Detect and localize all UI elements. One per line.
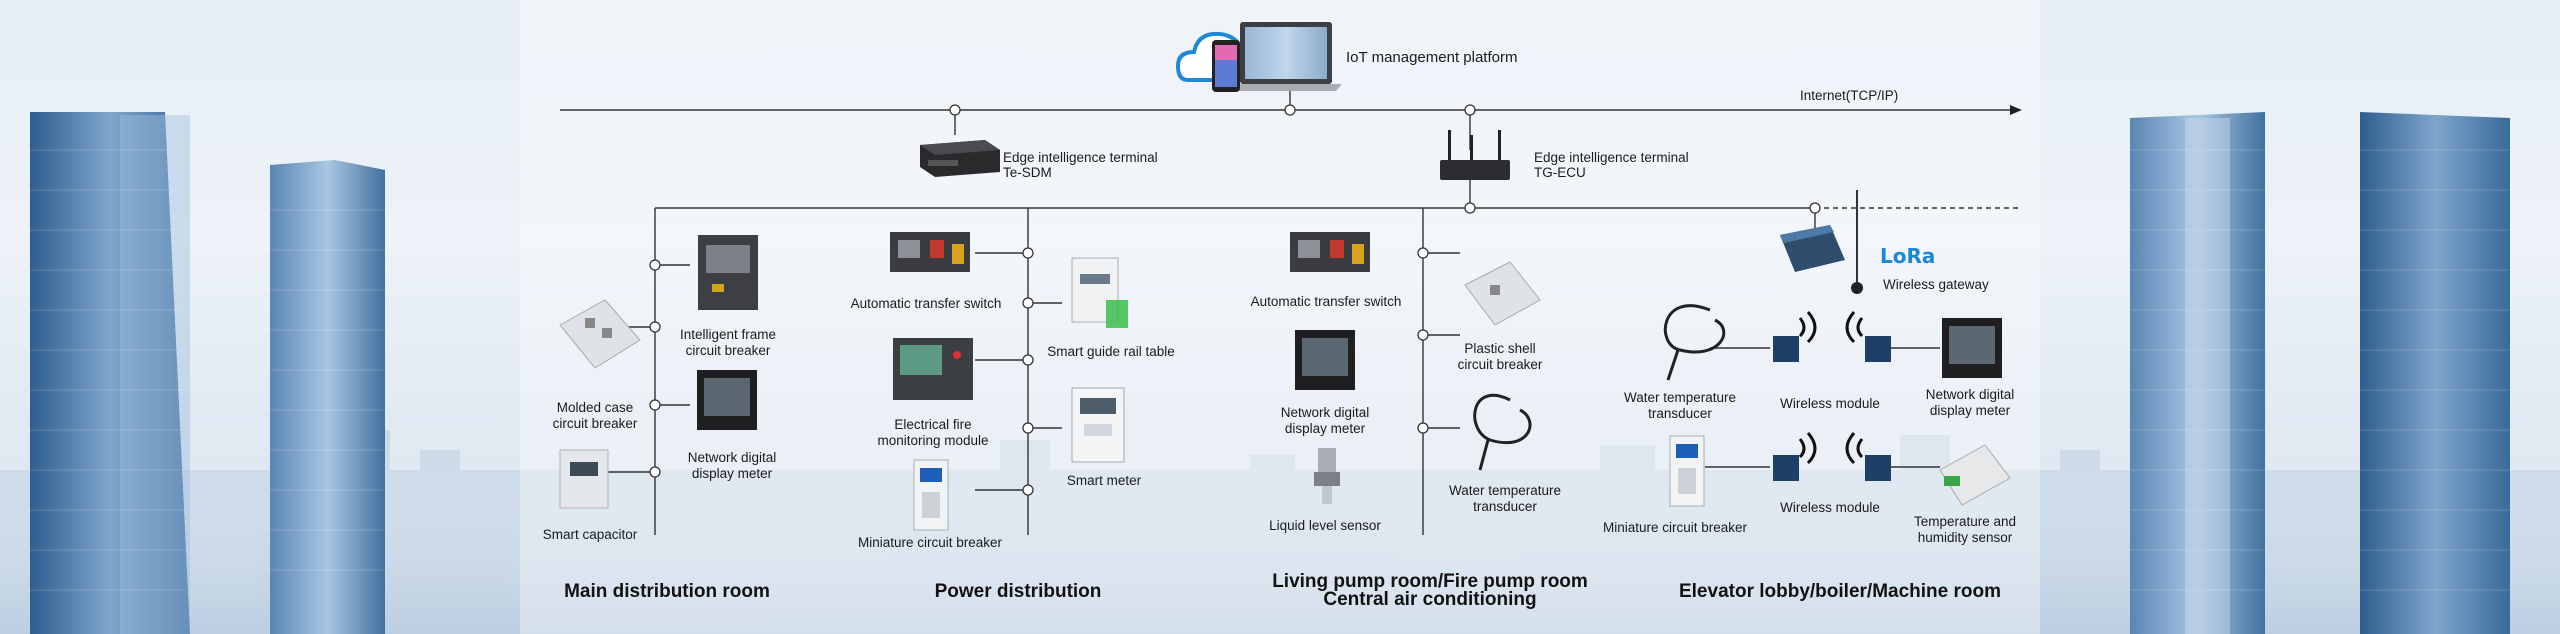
edge-ecu-line2: TG-ECU xyxy=(1534,165,1586,180)
mcb-1-label: Miniature circuit breaker xyxy=(857,535,1003,550)
guide-rail-label: Smart guide rail table xyxy=(1047,344,1175,359)
mcb-2-icon xyxy=(1669,435,1705,507)
network-meter-2-label-1: Network digital xyxy=(1280,405,1370,420)
mcb-2-label: Miniature circuit breaker xyxy=(1602,520,1748,535)
ats-1-label: Automatic transfer switch xyxy=(850,296,1002,311)
ats-2-icon xyxy=(1290,232,1370,272)
temp-humidity-label-1: Temperature and xyxy=(1913,514,2017,529)
water-temp-1-label-2: transducer xyxy=(1473,499,1537,514)
section-pump-room-line2: Central air conditioning xyxy=(1323,589,1537,610)
wireless-gateway-icon xyxy=(1780,190,1863,294)
internet-label: Internet(TCP/IP) xyxy=(1800,88,1899,103)
section-pump-room-line1: Living pump room/Fire pump room xyxy=(1272,571,1588,592)
network-meter-1-icon xyxy=(697,370,757,430)
liquid-level-sensor-icon xyxy=(1314,448,1340,504)
smart-meter-icon xyxy=(1071,387,1125,463)
wireless-module-1-label: Wireless module xyxy=(1780,396,1880,411)
intelligent-frame-label-2: circuit breaker xyxy=(685,343,771,358)
section-power-distribution: Power distribution xyxy=(934,581,1102,602)
liquid-level-label: Liquid level sensor xyxy=(1269,518,1381,533)
wireless-module-2-label: Wireless module xyxy=(1780,500,1880,515)
wifi-signal-icons xyxy=(1798,311,1864,465)
network-meter-1-label-2: display meter xyxy=(691,466,773,481)
molded-case-breaker-icon xyxy=(559,299,641,369)
wireless-gateway-label: Wireless gateway xyxy=(1883,277,1989,292)
platform-label: IoT management platform xyxy=(1346,49,1518,66)
temp-humidity-label-2: humidity sensor xyxy=(1917,530,2013,545)
edge-terminal-sdm-icon xyxy=(920,140,1000,177)
network-meter-2-icon xyxy=(1295,330,1355,390)
network-meter-3-icon xyxy=(1942,318,2002,378)
temp-humidity-sensor-icon xyxy=(1939,444,2011,506)
water-temp-1-icon xyxy=(1473,393,1532,471)
section-main-distribution: Main distribution room xyxy=(564,581,770,602)
edge-sdm-line1: Edge intelligence terminal xyxy=(1003,150,1158,165)
section-elevator-lobby: Elevator lobby/boiler/Machine room xyxy=(1678,581,2001,602)
laptop-icon xyxy=(1230,22,1342,91)
edge-sdm-line2: Te-SDM xyxy=(1003,165,1052,180)
network-meter-3-label-2: display meter xyxy=(1929,403,2011,418)
network-meter-2-label-2: display meter xyxy=(1284,421,1366,436)
guide-rail-table-icon xyxy=(1071,257,1128,328)
right-skyscrapers xyxy=(2130,112,2510,634)
fire-module-label-2: monitoring module xyxy=(877,433,989,448)
ats-2-label: Automatic transfer switch xyxy=(1250,294,1402,309)
phone-icon xyxy=(1212,40,1240,92)
edge-terminal-ecu-icon xyxy=(1440,130,1510,180)
lora-logo: LoRa xyxy=(1880,244,1936,268)
fire-module-icon xyxy=(893,338,973,400)
ats-1-icon xyxy=(890,232,970,272)
network-meter-1-label-1: Network digital xyxy=(687,450,777,465)
smart-capacitor-label: Smart capacitor xyxy=(542,527,638,542)
fire-module-label-1: Electrical fire xyxy=(894,417,972,432)
wireless-module-2-icon xyxy=(1773,455,1891,481)
water-temp-2-label-2: transducer xyxy=(1648,406,1712,421)
smart-meter-label: Smart meter xyxy=(1066,473,1142,488)
mcb-1-icon xyxy=(913,459,949,531)
intelligent-frame-breaker-icon xyxy=(698,235,758,310)
network-meter-3-label-1: Network digital xyxy=(1925,387,2015,402)
left-skyscrapers xyxy=(30,112,385,634)
wireless-module-1-icon xyxy=(1773,336,1891,362)
smart-capacitor-icon xyxy=(559,449,609,509)
molded-case-label-2: circuit breaker xyxy=(552,416,638,431)
plastic-shell-label-2: circuit breaker xyxy=(1457,357,1543,372)
edge-ecu-line1: Edge intelligence terminal xyxy=(1534,150,1689,165)
plastic-shell-breaker-icon xyxy=(1464,261,1541,326)
intelligent-frame-label-1: Intelligent frame xyxy=(679,327,777,342)
water-temp-1-label-1: Water temperature xyxy=(1448,483,1562,498)
plastic-shell-label-1: Plastic shell xyxy=(1464,341,1536,356)
molded-case-label-1: Molded case xyxy=(556,400,634,415)
water-temp-2-label-1: Water temperature xyxy=(1623,390,1737,405)
water-temp-2-icon xyxy=(1663,304,1726,381)
junction-nodes xyxy=(649,104,1821,496)
